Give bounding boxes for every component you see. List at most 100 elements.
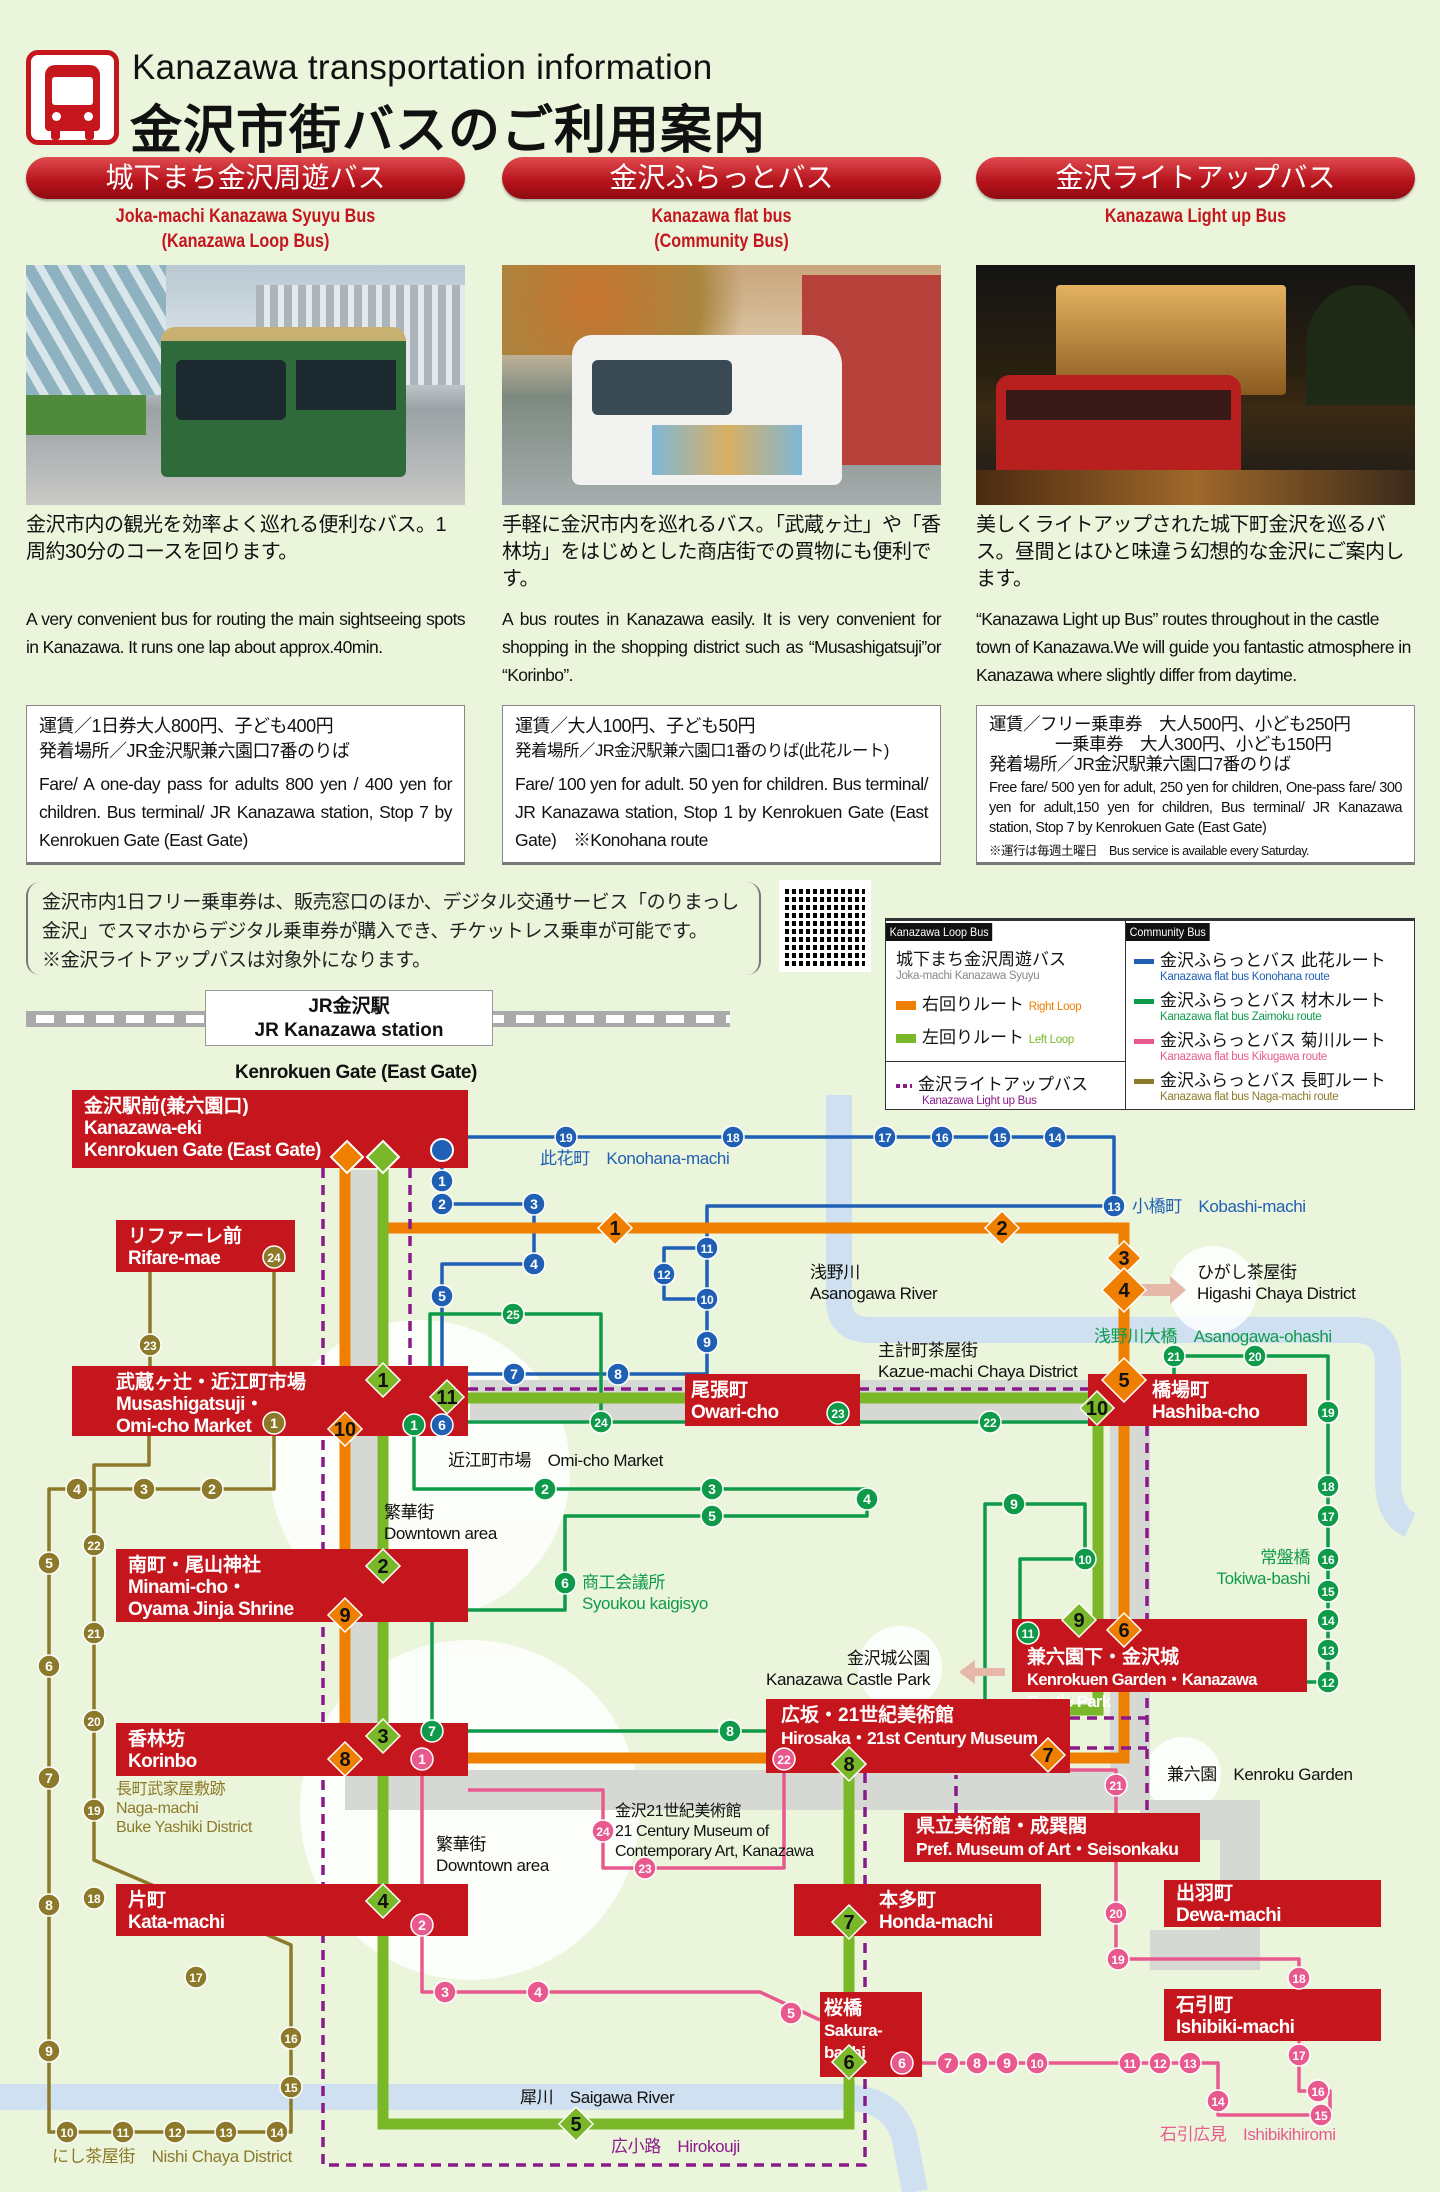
kikugawa-stop-marker[interactable]: 11 xyxy=(1118,2051,1142,2075)
konohana-stop-marker[interactable]: 7 xyxy=(502,1362,526,1386)
nagamachi-stop-marker[interactable]: 23 xyxy=(138,1333,162,1357)
right-loop-stop-marker[interactable]: 4 xyxy=(1100,1266,1148,1314)
konohana-stop-marker[interactable]: 8 xyxy=(606,1362,630,1386)
zaimoku-stop-marker[interactable]: 17 xyxy=(1316,1504,1340,1528)
zaimoku-stop-marker[interactable]: 5 xyxy=(700,1504,724,1528)
nagamachi-stop-marker[interactable]: 20 xyxy=(82,1709,106,1733)
konohana-stop-marker[interactable]: 17 xyxy=(873,1125,897,1149)
nagamachi-stop-marker[interactable]: 12 xyxy=(163,2120,187,2144)
zaimoku-stop-marker[interactable]: 2 xyxy=(533,1477,557,1501)
zaimoku-stop-marker[interactable]: 15 xyxy=(1316,1579,1340,1603)
kikugawa-stop-marker[interactable]: 15 xyxy=(1309,2103,1333,2127)
konohana-stop-marker[interactable]: 12 xyxy=(652,1262,676,1286)
right-loop-stop-marker[interactable]: 6 xyxy=(1105,1611,1143,1649)
nagamachi-stop-marker[interactable]: 21 xyxy=(82,1621,106,1645)
kikugawa-stop-marker[interactable]: 8 xyxy=(965,2051,989,2075)
zaimoku-stop-marker[interactable]: 12 xyxy=(1316,1670,1340,1694)
konohana-stop-marker[interactable]: 15 xyxy=(988,1125,1012,1149)
left-loop-stop-marker[interactable]: 8 xyxy=(830,1745,868,1783)
zaimoku-stop-marker[interactable]: 3 xyxy=(700,1477,724,1501)
nagamachi-stop-marker[interactable]: 10 xyxy=(55,2120,79,2144)
konohana-stop-marker[interactable]: 16 xyxy=(930,1125,954,1149)
zaimoku-stop-marker[interactable]: 8 xyxy=(718,1719,742,1743)
left-loop-stop-marker[interactable]: 2 xyxy=(364,1547,402,1585)
left-loop-stop-marker[interactable]: 10 xyxy=(1078,1389,1116,1427)
nagamachi-stop-marker[interactable]: 1 xyxy=(262,1411,286,1435)
kikugawa-stop-marker[interactable]: 21 xyxy=(1104,1773,1128,1797)
kikugawa-stop-marker[interactable]: 13 xyxy=(1178,2051,1202,2075)
zaimoku-stop-marker[interactable]: 21 xyxy=(1162,1344,1186,1368)
zaimoku-stop-marker[interactable]: 13 xyxy=(1316,1638,1340,1662)
kikugawa-stop-marker[interactable]: 18 xyxy=(1287,1966,1311,1990)
nagamachi-stop-marker[interactable]: 9 xyxy=(37,2039,61,2063)
kikugawa-stop-marker[interactable]: 1 xyxy=(410,1747,434,1771)
konohana-stop-marker[interactable]: 4 xyxy=(522,1252,546,1276)
konohana-stop-marker[interactable]: 6 xyxy=(430,1413,454,1437)
kikugawa-stop-marker[interactable]: 19 xyxy=(1106,1947,1130,1971)
zaimoku-stop-marker[interactable]: 11 xyxy=(1016,1621,1040,1645)
zaimoku-stop-marker[interactable]: 20 xyxy=(1243,1344,1267,1368)
right-loop-stop-marker[interactable]: 8 xyxy=(326,1740,364,1778)
zaimoku-stop-marker[interactable]: 10 xyxy=(1073,1547,1097,1571)
nagamachi-stop-marker[interactable]: 19 xyxy=(82,1798,106,1822)
konohana-stop-marker[interactable]: 1 xyxy=(430,1169,454,1193)
konohana-stop-marker[interactable]: 18 xyxy=(721,1125,745,1149)
konohana-stop-marker[interactable]: 13 xyxy=(1102,1194,1126,1218)
konohana-stop-marker[interactable]: 9 xyxy=(695,1330,719,1354)
left-loop-stop-marker[interactable]: 11 xyxy=(428,1378,466,1416)
left-loop-stop-marker[interactable]: 6 xyxy=(830,2043,868,2081)
nagamachi-stop-marker[interactable]: 16 xyxy=(279,2026,303,2050)
right-loop-stop-marker[interactable]: 5 xyxy=(1100,1356,1148,1404)
left-loop-stop-marker[interactable]: 9 xyxy=(1060,1601,1098,1639)
nagamachi-stop-marker[interactable]: 5 xyxy=(37,1551,61,1575)
zaimoku-stop-marker[interactable]: 14 xyxy=(1316,1608,1340,1632)
nagamachi-stop-marker[interactable]: 8 xyxy=(37,1893,61,1917)
nagamachi-stop-marker[interactable]: 14 xyxy=(265,2120,289,2144)
konohana-stop-marker[interactable]: 14 xyxy=(1043,1125,1067,1149)
left-loop-stop-marker[interactable]: 5 xyxy=(557,2105,595,2143)
kikugawa-stop-marker[interactable]: 24 xyxy=(591,1819,615,1843)
zaimoku-stop-marker[interactable]: 7 xyxy=(420,1719,444,1743)
nagamachi-stop-marker[interactable]: 13 xyxy=(214,2120,238,2144)
zaimoku-stop-marker[interactable]: 25 xyxy=(501,1302,525,1326)
nagamachi-stop-marker[interactable]: 3 xyxy=(132,1477,156,1501)
kikugawa-stop-marker[interactable]: 14 xyxy=(1206,2089,1230,2113)
kikugawa-stop-marker[interactable]: 20 xyxy=(1104,1901,1128,1925)
left-loop-stop-marker[interactable]: 7 xyxy=(830,1903,868,1941)
zaimoku-stop-marker[interactable]: 9 xyxy=(1002,1492,1026,1516)
konohana-stop-marker[interactable]: 11 xyxy=(695,1236,719,1260)
kikugawa-stop-marker[interactable]: 7 xyxy=(936,2051,960,2075)
nagamachi-stop-marker[interactable]: 4 xyxy=(65,1477,89,1501)
qr-code[interactable] xyxy=(779,880,871,972)
nagamachi-stop-marker[interactable]: 7 xyxy=(37,1766,61,1790)
zaimoku-stop-marker[interactable]: 22 xyxy=(978,1410,1002,1434)
nagamachi-stop-marker[interactable]: 22 xyxy=(82,1533,106,1557)
zaimoku-stop-marker[interactable]: 4 xyxy=(855,1487,879,1511)
kikugawa-stop-marker[interactable]: 2 xyxy=(410,1913,434,1937)
jr-kanazawa-station[interactable]: JR金沢駅 JR Kanazawa station xyxy=(205,990,493,1046)
zaimoku-stop-marker[interactable]: 19 xyxy=(1316,1400,1340,1424)
konohana-stop-marker[interactable]: 3 xyxy=(522,1192,546,1216)
zaimoku-stop-marker[interactable]: 6 xyxy=(553,1571,577,1595)
kikugawa-stop-marker[interactable]: 23 xyxy=(633,1856,657,1880)
zaimoku-stop-marker[interactable]: 24 xyxy=(589,1410,613,1434)
konohana-stop-marker[interactable]: 10 xyxy=(695,1287,719,1311)
left-loop-stop-marker[interactable]: 3 xyxy=(364,1717,402,1755)
kikugawa-stop-marker[interactable]: 12 xyxy=(1148,2051,1172,2075)
left-loop-stop-marker[interactable]: 4 xyxy=(364,1882,402,1920)
right-loop-stop-marker[interactable]: 10 xyxy=(326,1410,364,1448)
konohana-stop-marker[interactable]: 5 xyxy=(430,1284,454,1308)
kikugawa-stop-marker[interactable]: 16 xyxy=(1306,2079,1330,2103)
kikugawa-stop-marker[interactable]: 6 xyxy=(890,2051,914,2075)
right-loop-stop-marker[interactable]: 2 xyxy=(983,1209,1021,1247)
right-loop-stop-marker[interactable]: 1 xyxy=(596,1209,634,1247)
nagamachi-stop-marker[interactable]: 11 xyxy=(111,2120,135,2144)
